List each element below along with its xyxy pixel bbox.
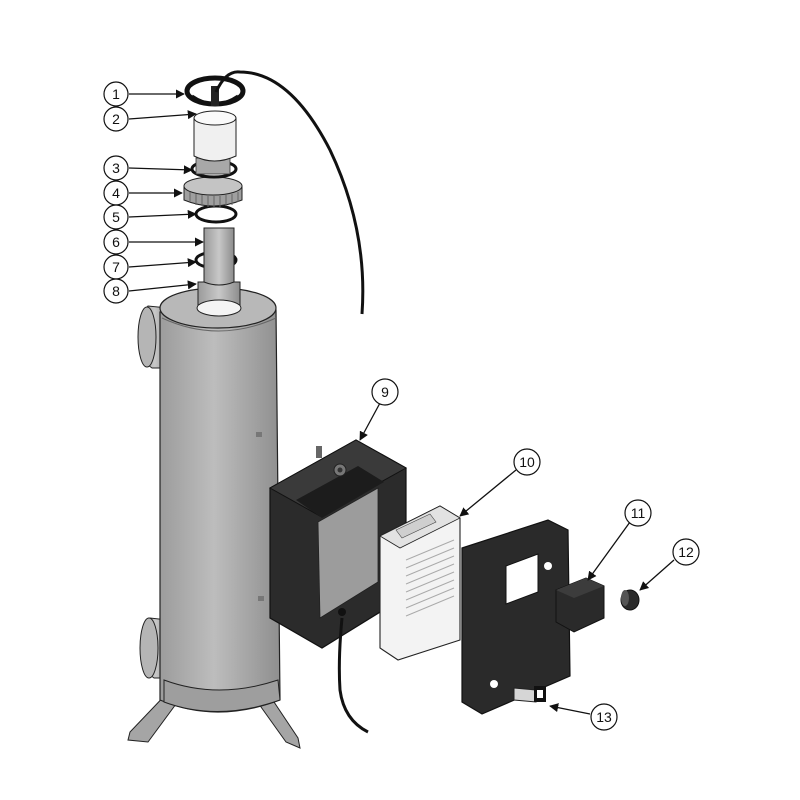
svg-text:11: 11 [631, 505, 646, 521]
svg-text:12: 12 [678, 544, 694, 560]
top-assembly [183, 70, 365, 317]
callout-8: 8 [103, 278, 129, 304]
front-cover-plate [461, 519, 571, 715]
lamp-cable [214, 70, 365, 315]
svg-text:13: 13 [596, 709, 612, 725]
leader-lines [128, 89, 675, 715]
callouts: 1 2 3 4 5 6 7 8 9 10 11 12 13 [103, 81, 700, 731]
svg-text:8: 8 [112, 283, 120, 299]
callout-11: 11 [624, 499, 652, 527]
leader-13 [549, 703, 591, 715]
callout-3: 3 [103, 155, 129, 181]
uv-chamber-housing [127, 287, 301, 749]
callout-2: 2 [103, 106, 129, 132]
svg-text:3: 3 [112, 160, 120, 176]
svg-text:1: 1 [112, 86, 120, 102]
leader-5 [128, 209, 197, 219]
leader-8 [128, 280, 197, 292]
callout-9: 9 [371, 378, 399, 406]
quartz-sleeve [203, 227, 235, 286]
ballast-module [379, 505, 461, 661]
leader-2 [128, 110, 197, 120]
ballast-enclosure [268, 439, 408, 734]
svg-text:5: 5 [112, 209, 120, 225]
connector-block [555, 577, 605, 633]
svg-text:7: 7 [112, 259, 120, 275]
callout-12: 12 [672, 538, 700, 566]
leader-9 [359, 402, 381, 441]
indicator-switch [513, 686, 546, 703]
o-ring-5 [194, 204, 238, 224]
leader-11 [587, 521, 631, 581]
lamp-base [193, 117, 237, 162]
indicator-lens [620, 589, 640, 611]
leader-10 [459, 469, 517, 517]
power-cord [337, 617, 369, 734]
callout-5: 5 [103, 204, 129, 230]
svg-text:4: 4 [112, 185, 120, 201]
callout-1: 1 [103, 81, 129, 107]
svg-text:9: 9 [381, 384, 389, 400]
callout-6: 6 [103, 229, 129, 255]
svg-text:2: 2 [112, 111, 120, 127]
svg-text:6: 6 [112, 234, 120, 250]
callout-10: 10 [513, 448, 541, 476]
svg-text:10: 10 [519, 454, 535, 470]
leader-3 [128, 165, 193, 175]
callout-7: 7 [103, 254, 129, 280]
callout-13: 13 [590, 703, 618, 731]
leader-12 [639, 559, 675, 591]
callout-4: 4 [103, 180, 129, 206]
leader-7 [128, 258, 197, 268]
